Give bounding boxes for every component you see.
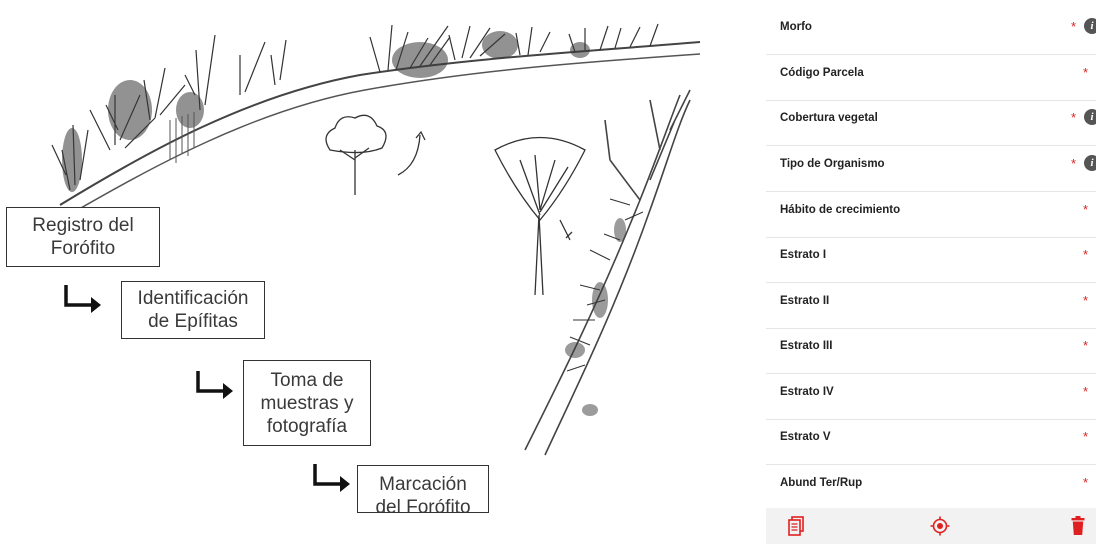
step-box-registro: Registro del Forófito bbox=[6, 207, 160, 267]
required-marker: * bbox=[1083, 429, 1088, 444]
required-marker: * bbox=[1083, 202, 1088, 217]
field-label: Estrato V bbox=[780, 431, 831, 443]
required-marker: * bbox=[1083, 247, 1088, 262]
field-label: Abund Ter/Rup bbox=[780, 477, 862, 489]
field-estrato-v[interactable]: Estrato V * bbox=[766, 420, 1096, 465]
step-box-toma: Toma de muestras y fotografía bbox=[243, 360, 371, 446]
bottom-toolbar bbox=[766, 508, 1096, 544]
step-label-toma: Toma de muestras y fotografía bbox=[261, 369, 354, 438]
field-label: Morfo bbox=[780, 21, 812, 33]
field-habito-crecimiento[interactable]: Hábito de crecimiento * bbox=[766, 193, 1096, 238]
required-marker: * bbox=[1083, 338, 1088, 353]
arrow-icon bbox=[312, 462, 352, 492]
field-label: Cobertura vegetal bbox=[780, 112, 878, 124]
methodology-diagram: Registro del Forófito Identificación de … bbox=[0, 0, 722, 544]
required-marker: * bbox=[1071, 19, 1076, 34]
required-marker: * bbox=[1071, 156, 1076, 171]
field-estrato-ii[interactable]: Estrato II * bbox=[766, 284, 1096, 329]
step-box-marcacion: Marcación del Forófito bbox=[357, 465, 489, 513]
info-icon[interactable]: i bbox=[1084, 18, 1096, 34]
location-target-icon[interactable] bbox=[930, 516, 950, 536]
step-box-identificacion: Identificación de Epífitas bbox=[121, 281, 265, 339]
field-estrato-iv[interactable]: Estrato IV * bbox=[766, 375, 1096, 420]
field-estrato-iii[interactable]: Estrato III * bbox=[766, 329, 1096, 374]
field-tipo-organismo[interactable]: Tipo de Organismo * i bbox=[766, 147, 1096, 192]
field-label: Estrato III bbox=[780, 340, 832, 352]
field-label: Estrato II bbox=[780, 295, 829, 307]
trash-icon[interactable] bbox=[1071, 516, 1085, 536]
field-estrato-i[interactable]: Estrato I * bbox=[766, 238, 1096, 283]
forest-illustration bbox=[0, 0, 722, 544]
field-morfo[interactable]: Morfo * i bbox=[766, 10, 1096, 55]
field-label: Código Parcela bbox=[780, 67, 864, 79]
step-label-marcacion: Marcación del Forófito bbox=[375, 473, 470, 513]
info-icon[interactable]: i bbox=[1084, 109, 1096, 125]
field-codigo-parcela[interactable]: Código Parcela * bbox=[766, 56, 1096, 101]
required-marker: * bbox=[1083, 384, 1088, 399]
field-label: Hábito de crecimiento bbox=[780, 204, 900, 216]
arrow-icon bbox=[63, 283, 103, 313]
form-panel: Morfo * i Código Parcela * Cobertura veg… bbox=[766, 0, 1096, 544]
step-label-identificacion: Identificación de Epífitas bbox=[138, 287, 249, 333]
document-icon[interactable] bbox=[788, 516, 804, 536]
required-marker: * bbox=[1083, 293, 1088, 308]
field-label: Estrato I bbox=[780, 249, 826, 261]
field-label: Tipo de Organismo bbox=[780, 158, 885, 170]
field-abund-ter-rup[interactable]: Abund Ter/Rup * bbox=[766, 466, 1096, 511]
info-icon[interactable]: i bbox=[1084, 155, 1096, 171]
field-cobertura-vegetal[interactable]: Cobertura vegetal * i bbox=[766, 101, 1096, 146]
field-label: Estrato IV bbox=[780, 386, 834, 398]
step-label-registro: Registro del Forófito bbox=[32, 214, 133, 260]
required-marker: * bbox=[1083, 65, 1088, 80]
required-marker: * bbox=[1083, 475, 1088, 490]
arrow-icon bbox=[195, 369, 235, 399]
required-marker: * bbox=[1071, 110, 1076, 125]
